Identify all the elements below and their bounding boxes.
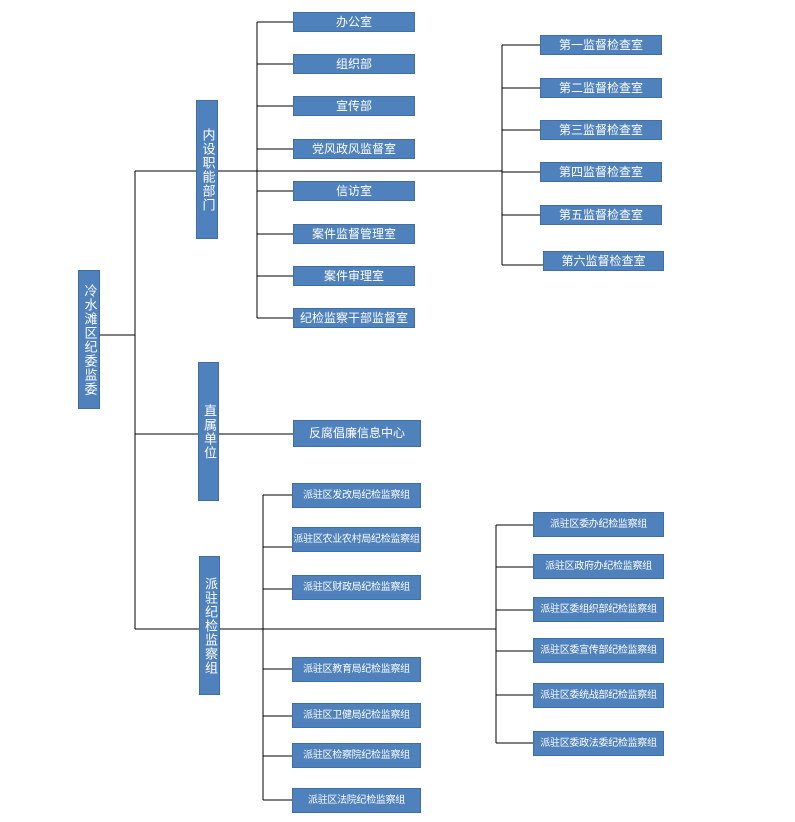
- stationed-committee-group-item: 派驻区委组织部纪检监察组: [533, 597, 664, 622]
- stationed-group-item: 派驻区农业农村局纪检监察组: [292, 527, 421, 552]
- stationed-committee-group-item: 派驻区委统战部纪检监察组: [533, 683, 664, 708]
- internal-dept-item: 办公室: [293, 12, 415, 32]
- stationed-group-item: 派驻区教育局纪检监察组: [292, 657, 421, 682]
- internal-dept-item: 纪检监察干部监督室: [293, 308, 415, 328]
- internal-dept-item: 案件监督管理室: [293, 224, 415, 244]
- supervision-room-item: 第四监督检查室: [540, 162, 662, 182]
- stationed-committee-group-item: 派驻区委政法委纪检监察组: [533, 731, 664, 756]
- stationed-committee-group-item: 派驻区政府办纪检监察组: [533, 554, 664, 579]
- internal-dept-item: 组织部: [293, 54, 415, 74]
- stationed-committee-group-item: 派驻区委办纪检监察组: [533, 512, 664, 537]
- internal-dept-item: 党风政风监督室: [293, 139, 415, 159]
- stationed-groups-node: 派驻纪检监察组: [199, 556, 220, 695]
- internal-dept-item: 案件审理室: [293, 266, 415, 286]
- stationed-group-item: 派驻区检察院纪检监察组: [292, 743, 421, 768]
- supervision-room-item: 第六监督检查室: [543, 251, 664, 271]
- internal-dept-item: 信访室: [293, 181, 415, 201]
- stationed-committee-group-item: 派驻区委宣传部纪检监察组: [533, 638, 664, 663]
- internal-dept-item: 宣传部: [293, 96, 415, 116]
- direct-units-node: 直属单位: [198, 362, 219, 501]
- stationed-group-item: 派驻区财政局纪检监察组: [292, 575, 421, 600]
- stationed-group-item: 派驻区卫健局纪检监察组: [292, 703, 421, 728]
- root-node: 冷水滩区纪委监委: [78, 270, 100, 409]
- direct-unit-item: 反腐倡廉信息中心: [293, 420, 421, 447]
- stationed-group-item: 派驻区发改局纪检监察组: [292, 483, 421, 508]
- stationed-group-item: 派驻区法院纪检监察组: [292, 788, 421, 813]
- internal-departments-node: 内设职能部门: [196, 100, 218, 239]
- supervision-room-item: 第二监督检查室: [540, 78, 662, 98]
- supervision-room-item: 第三监督检查室: [540, 120, 662, 140]
- supervision-room-item: 第一监督检查室: [540, 35, 662, 55]
- supervision-room-item: 第五监督检查室: [540, 205, 662, 225]
